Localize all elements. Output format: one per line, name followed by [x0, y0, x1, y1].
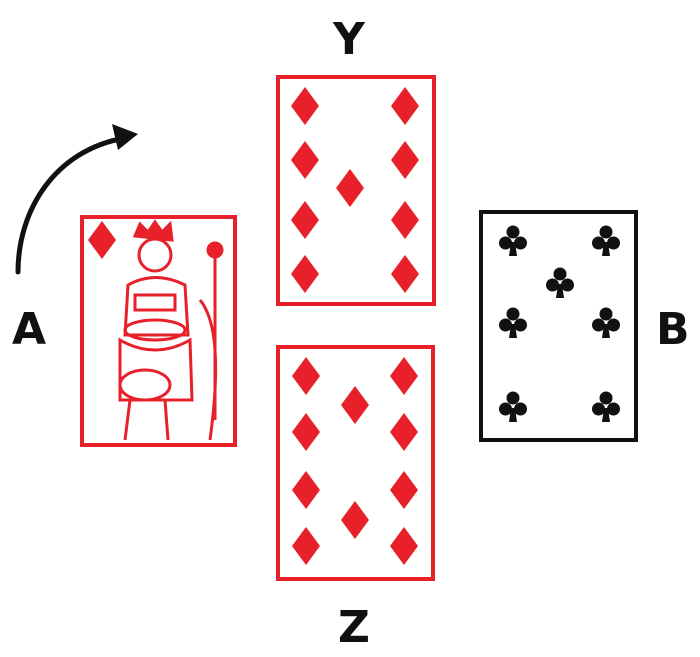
label-a: A — [12, 304, 47, 355]
card-y-nine-of-diamonds — [276, 75, 436, 306]
card-a-king-of-diamonds — [80, 215, 237, 447]
king-figure-icon — [118, 219, 224, 441]
curved-arrow-icon — [15, 124, 138, 275]
card-b-seven-of-clubs — [479, 210, 638, 442]
label-y: Y — [333, 14, 365, 65]
card-z-ten-of-diamonds — [276, 345, 435, 581]
label-z: Z — [338, 602, 370, 653]
label-b: B — [656, 304, 690, 355]
